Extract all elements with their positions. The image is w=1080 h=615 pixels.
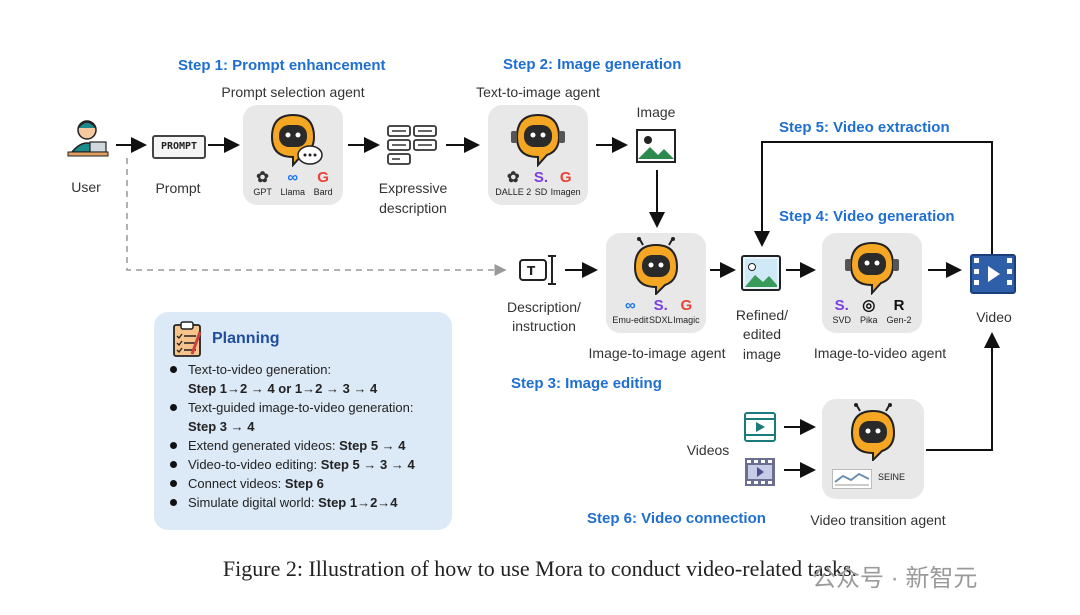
openai-icon: ✿ xyxy=(256,169,269,186)
description-label-1: Description/ xyxy=(507,299,581,315)
model-sdxl: S.SDXL xyxy=(648,297,673,325)
google-icon: G xyxy=(317,169,329,186)
refined-label-2: edited xyxy=(742,326,782,342)
planning-item: Connect videos: Step 6 xyxy=(162,474,452,493)
image-icon xyxy=(636,129,676,163)
planning-item: Extend generated videos: Step 5 → 4 xyxy=(162,436,452,455)
watermark: 公众号 · 新智元 xyxy=(812,565,978,592)
meta-icon: ∞ xyxy=(287,169,299,186)
model-sd: S.SD xyxy=(533,169,549,197)
model-seine: SEINE xyxy=(878,472,906,482)
video-transition-agent-label: Video transition agent xyxy=(810,512,946,528)
text-cursor-icon: T xyxy=(518,254,560,286)
svg-text:T: T xyxy=(527,264,536,278)
google-icon: G xyxy=(559,169,572,186)
model-emu-edit: ∞Emu-edit xyxy=(612,297,649,325)
dashed-arrow-user-desc xyxy=(126,158,507,276)
stability-icon: S. xyxy=(533,169,549,186)
step4-title: Step 4: Video generation xyxy=(779,208,955,225)
videos-label: Videos xyxy=(686,442,730,458)
robot-icon xyxy=(270,113,323,167)
planning-item: Text-to-video generation: xyxy=(162,360,452,379)
robot-icon xyxy=(850,403,896,461)
model-pika: ◎Pika xyxy=(859,297,878,325)
stability-icon: S. xyxy=(834,297,849,314)
arrow-transition-video xyxy=(926,332,1000,451)
step5-title: Step 5: Video extraction xyxy=(779,119,950,136)
expressive-label-2: description xyxy=(379,200,447,216)
openai-icon: ✿ xyxy=(507,169,520,186)
pika-icon: ◎ xyxy=(862,297,876,314)
prompt-icon: PROMPT xyxy=(152,135,206,159)
prompt-selection-agent-label: Prompt selection agent xyxy=(221,84,365,100)
user-label: User xyxy=(71,179,101,195)
text-to-image-agent-label: Text-to-image agent xyxy=(476,84,600,100)
model-gpt: ✿GPT xyxy=(253,169,272,197)
arrow-video-extraction xyxy=(754,141,993,254)
planning-list: Text-to-video generation: Step 1→2 → 4 o… xyxy=(162,360,452,512)
model-llama: ∞Llama xyxy=(280,169,305,197)
planning-item-detail: Step 3 → 4 xyxy=(188,419,255,434)
image-to-video-agent-label: Image-to-video agent xyxy=(813,345,947,361)
planning-item-detail: Step 1→2 → 4 or 1→2 → 3 → 4 xyxy=(188,381,378,396)
film-strip-icon xyxy=(744,457,776,487)
video-icon xyxy=(970,254,1016,294)
prompt-label: Prompt xyxy=(155,180,201,196)
step1-title: Step 1: Prompt enhancement xyxy=(178,57,386,74)
seine-logo-icon xyxy=(832,469,872,489)
image-label: Image xyxy=(636,104,676,120)
description-label-2: instruction xyxy=(512,318,576,334)
step6-title: Step 6: Video connection xyxy=(587,510,766,527)
expressive-label-1: Expressive xyxy=(378,180,448,196)
video-file-icon xyxy=(744,412,776,442)
runway-icon: R xyxy=(893,297,905,314)
meta-icon: ∞ xyxy=(624,297,636,314)
refined-label-1: Refined/ xyxy=(735,307,789,323)
step3-title: Step 3: Image editing xyxy=(511,375,662,392)
google-icon: G xyxy=(680,297,693,314)
planning-item: Simulate digital world: Step 1→2→4 xyxy=(162,493,452,512)
expressive-description-icon xyxy=(386,124,438,166)
image-to-image-agent-label: Image-to-image agent xyxy=(588,345,726,361)
planning-title: Planning xyxy=(212,330,280,347)
video-transition-agent-box: SEINE xyxy=(822,399,924,499)
robot-icon xyxy=(633,237,679,295)
model-svd: S.SVD xyxy=(832,297,851,325)
stability-icon: S. xyxy=(653,297,668,314)
planning-panel: Planning Text-to-video generation: Step … xyxy=(154,312,452,530)
robot-icon xyxy=(511,113,565,167)
planning-item: Video-to-video editing: Step 5 → 3 → 4 xyxy=(162,455,452,474)
planning-item: Text-guided image-to-video generation: xyxy=(162,398,452,417)
refined-image-icon xyxy=(741,255,781,291)
video-label: Video xyxy=(976,309,1012,325)
figure-caption: Figure 2: Illustration of how to use Mor… xyxy=(222,556,858,581)
user-icon xyxy=(64,118,110,158)
step2-title: Step 2: Image generation xyxy=(503,56,682,73)
model-dalle2: ✿DALLE 2 xyxy=(495,169,532,197)
clipboard-icon xyxy=(172,320,204,358)
refined-label-3: image xyxy=(742,346,782,362)
robot-icon xyxy=(845,241,899,295)
